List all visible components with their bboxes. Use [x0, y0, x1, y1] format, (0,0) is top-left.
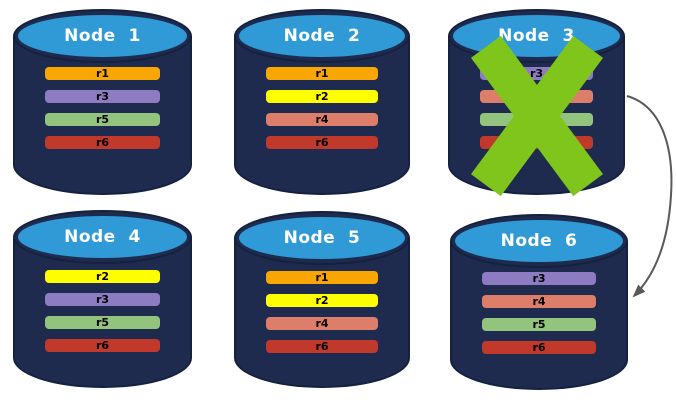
replica-bar: r5	[45, 113, 160, 126]
replica-list: r2 r3 r5 r6	[45, 270, 160, 362]
replica-bar: r5	[482, 318, 596, 331]
replica-bar: r6	[266, 136, 378, 149]
replica-bar: r4	[266, 113, 378, 126]
node-3-cylinder: Node 3 r3	[448, 9, 625, 197]
replica-list: r1 r2 r4 r6	[266, 67, 378, 159]
node-5-cylinder: Node 5 r1 r2 r4 r6	[234, 211, 410, 388]
node-4-cylinder: Node 4 r2 r3 r5 r6	[13, 210, 192, 388]
node-6-cylinder: Node 6 r3 r4 r5 r6	[450, 214, 628, 390]
node-title: Node 1	[64, 26, 141, 46]
node-title: Node 3	[498, 26, 575, 46]
replica-list: r1 r3 r5 r6	[45, 67, 160, 159]
replica-bar: r3	[45, 293, 160, 306]
replica-bar: r3	[45, 90, 160, 103]
replica-bar: r5	[45, 316, 160, 329]
replica-bar: r2	[266, 294, 378, 307]
replica-bar: r1	[266, 271, 378, 284]
replica-bar: r1	[266, 67, 378, 80]
cylinder-top-ellipse	[18, 15, 187, 57]
node-title: Node 5	[283, 228, 361, 248]
node-title: Node 4	[64, 227, 141, 247]
failure-x-mark	[470, 35, 604, 197]
cylinder-top-ellipse	[455, 220, 623, 262]
replica-list: r1 r2 r4 r6	[266, 271, 378, 363]
replica-bar: r4	[266, 317, 378, 330]
replica-list: r3 r4 r5 r6	[482, 272, 596, 364]
replica-bar: r2	[45, 270, 160, 283]
replica-bar: r4	[482, 295, 596, 308]
arrow-curve	[626, 95, 673, 298]
node-title: Node 6	[500, 231, 578, 251]
replica-bar: r1	[45, 67, 160, 80]
replica-bar: r6	[45, 339, 160, 352]
cylinder-top-ellipse	[239, 217, 405, 259]
cylinder-top-ellipse	[239, 15, 405, 57]
node-title: Node 2	[283, 26, 361, 46]
node-1-cylinder: Node 1 r1 r3 r5 r6	[13, 9, 192, 195]
node-2-cylinder: Node 2 r1 r2 r4 r6	[234, 9, 410, 195]
cylinder-top-ellipse	[18, 216, 187, 258]
replica-bar: r6	[266, 340, 378, 353]
replica-bar: r3	[482, 272, 596, 285]
replica-bar: r6	[482, 341, 596, 354]
replica-bar: r2	[266, 90, 378, 103]
replica-bar: r6	[45, 136, 160, 149]
